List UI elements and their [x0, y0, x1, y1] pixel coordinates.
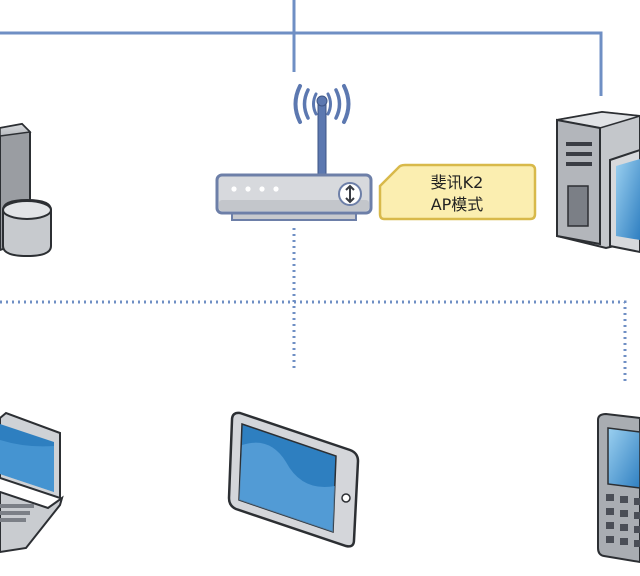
desktop-computer-icon: [556, 110, 640, 254]
wifi-signal-icon: [293, 84, 351, 124]
wireless-bus-line: [0, 300, 627, 382]
wireless-links: [0, 228, 627, 382]
router-status-leds: [231, 186, 279, 192]
wired-backbone-line: [0, 31, 603, 96]
wired-links: [0, 0, 603, 96]
router-model-label: 斐讯K2: [430, 173, 484, 192]
server-icon: [0, 122, 52, 258]
router-mode-label: AP模式: [430, 195, 484, 214]
tablet-home-button: [341, 493, 351, 503]
router-callout-label: 斐讯K2 AP模式: [388, 172, 526, 216]
mobile-phone-icon: [597, 412, 640, 564]
router-callout-box: [378, 163, 537, 221]
laptop-keyboard: [0, 504, 34, 522]
router-port-icon: [338, 182, 362, 206]
tablet-icon: [227, 411, 360, 548]
phone-keypad: [606, 494, 640, 547]
wireless-router-icon: [215, 84, 373, 221]
laptop-icon: [0, 411, 64, 554]
